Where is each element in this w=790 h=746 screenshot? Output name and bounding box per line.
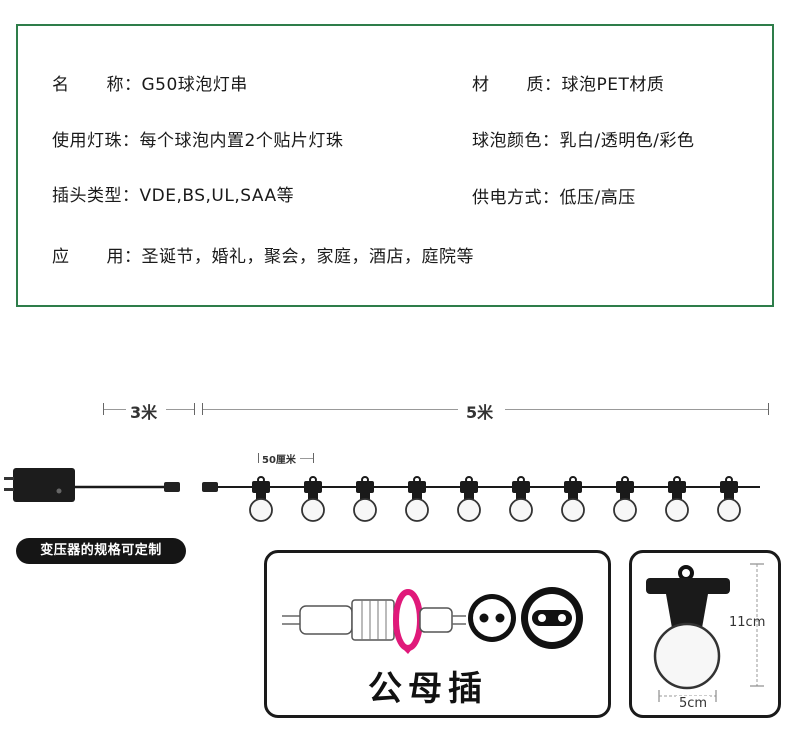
spec-color-value: 乳白/透明色/彩色 — [559, 131, 695, 151]
rotate-arrow-icon — [393, 589, 423, 651]
spec-color: 球泡颜色：乳白/透明色/彩色 — [472, 126, 694, 151]
transformer-note-badge: 变压器的规格可定制 — [16, 538, 186, 564]
bulb-row — [249, 476, 741, 522]
dim-line-5m-right — [505, 409, 768, 410]
bulb-width-label: 5cm — [676, 696, 711, 711]
connector-title: 公母插 — [368, 669, 488, 709]
spec-color-label: 球泡颜色 — [472, 131, 542, 151]
spec-plug: 插头类型：VDE,BS,UL,SAA等 — [52, 181, 294, 206]
dim-tick-mid-b — [202, 403, 203, 415]
spec-name: 名称：G50球泡灯串 — [52, 70, 248, 95]
spec-box — [16, 24, 774, 307]
spec-power-label: 供电方式 — [472, 188, 542, 208]
spec-usage: 应用：圣诞节，婚礼，聚会，家庭，酒店，庭院等 — [52, 242, 474, 267]
bulb-icon — [509, 476, 533, 522]
spec-material: 材质：球泡PET材质 — [472, 70, 664, 95]
male-connector — [164, 482, 180, 492]
spec-bead-value: 每个球泡内置2个贴片灯珠 — [139, 131, 344, 151]
female-socket-icon — [521, 587, 583, 649]
spec-plug-value: VDE,BS,UL,SAA等 — [139, 186, 295, 206]
female-connector — [202, 482, 218, 492]
bulb-height-label: 11cm — [729, 615, 766, 630]
light-string-diagram — [4, 468, 760, 522]
bulb-icon — [249, 476, 273, 522]
male-socket-icon — [468, 594, 516, 642]
bulb-icon — [561, 476, 585, 522]
spec-name-value: G50球泡灯串 — [141, 75, 248, 95]
bulb-icon — [405, 476, 429, 522]
spec-plug-label: 插头类型 — [52, 186, 122, 206]
dim-tick-mid-a — [194, 403, 195, 415]
lead-length-label: 3米 — [130, 403, 158, 422]
dim-line-3m-left — [104, 409, 126, 410]
spacing-tick-right — [313, 453, 314, 463]
bulb-icon — [457, 476, 481, 522]
bulb-icon — [301, 476, 325, 522]
spec-bead: 使用灯珠：每个球泡内置2个贴片灯珠 — [52, 126, 343, 151]
dim-line-5m-left — [203, 409, 458, 410]
bulb-icon — [353, 476, 377, 522]
bulb-icon — [717, 476, 741, 522]
dim-tick-start — [103, 403, 104, 415]
dim-tick-end — [768, 403, 769, 415]
spec-material-value: 球泡PET材质 — [561, 75, 665, 95]
spacing-label: 50厘米 — [262, 455, 296, 466]
spec-usage-value: 圣诞节，婚礼，聚会，家庭，酒店，庭院等 — [141, 247, 474, 267]
bulb-icon — [665, 476, 689, 522]
spec-bead-label: 使用灯珠 — [52, 131, 122, 151]
spacing-line — [300, 458, 313, 459]
spec-name-label: 名称 — [52, 75, 124, 95]
spec-usage-label: 应用 — [52, 247, 124, 267]
transformer — [4, 468, 75, 502]
bulb-size-illustration — [646, 563, 764, 702]
bulb-icon — [613, 476, 637, 522]
spec-power-value: 低压/高压 — [559, 188, 636, 208]
connector-illustration — [282, 587, 583, 654]
dim-line-3m-right — [166, 409, 194, 410]
string-length-label: 5米 — [466, 403, 494, 422]
spec-material-label: 材质 — [472, 75, 544, 95]
spec-power: 供电方式：低压/高压 — [472, 183, 636, 208]
spacing-tick-left — [258, 453, 259, 463]
